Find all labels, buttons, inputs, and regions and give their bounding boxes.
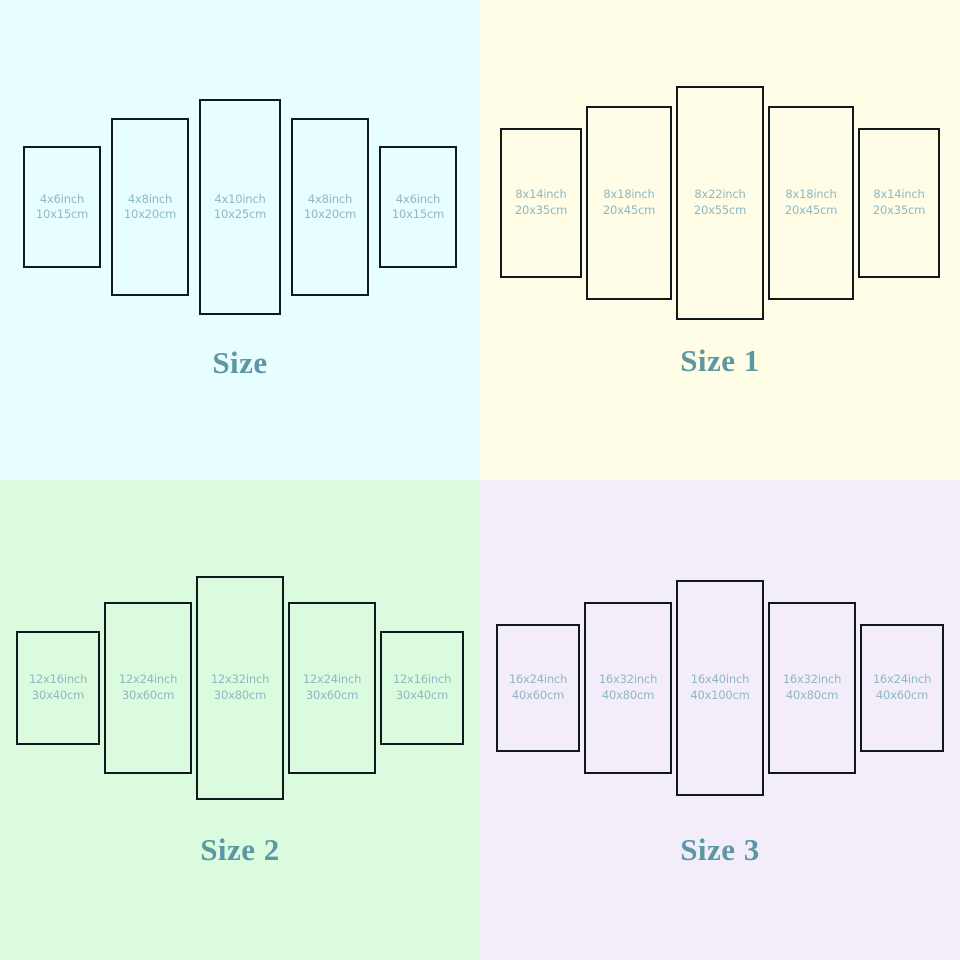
- frame-label: 4x6inch 10x15cm: [392, 192, 444, 222]
- frame-panel[interactable]: 4x6inch 10x15cm: [23, 146, 101, 268]
- frame-label-inch: 8x18inch: [785, 187, 837, 202]
- size-panel-size-3: 16x24inch 40x60cm 16x32inch 40x80cm 16x4…: [480, 480, 960, 960]
- frame-label: 4x8inch 10x20cm: [304, 192, 356, 222]
- frame-panel[interactable]: 12x16inch 30x40cm: [380, 630, 464, 745]
- frame-label-cm: 10x20cm: [303, 207, 357, 221]
- frame-label-inch: 12x16inch: [28, 672, 88, 687]
- frame-panel[interactable]: 8x14inch 20x35cm: [500, 127, 582, 278]
- frame-panel[interactable]: 4x8inch 10x20cm: [291, 118, 369, 296]
- panel-title: Size 1: [680, 343, 760, 378]
- frame-label-cm: 30x40cm: [31, 687, 85, 702]
- frame-label-inch: 12x32inch: [210, 672, 270, 687]
- frame-label-inch: 4x8inch: [127, 191, 173, 206]
- frame-label: 8x18inch 20x45cm: [603, 187, 655, 217]
- frame-label: 12x24inch 30x60cm: [118, 672, 178, 702]
- frame-row: 8x14inch 20x35cm 8x18inch 20x45cm 8x22in…: [480, 85, 960, 320]
- frame-panel[interactable]: 4x8inch 10x20cm: [111, 118, 189, 296]
- frame-label-inch: 4x8inch: [307, 191, 353, 206]
- frame-label-cm: 30x80cm: [213, 687, 267, 702]
- frame-panel[interactable]: 12x24inch 30x60cm: [288, 601, 376, 774]
- frame-label-cm: 30x40cm: [395, 687, 449, 702]
- frame-label: 4x8inch 10x20cm: [124, 192, 176, 222]
- frame-label-cm: 30x60cm: [121, 687, 175, 702]
- frame-label: 16x32inch 40x80cm: [782, 672, 842, 702]
- frame-label-cm: 20x35cm: [514, 202, 568, 217]
- size-panel-size-1: 8x14inch 20x35cm 8x18inch 20x45cm 8x22in…: [480, 0, 960, 480]
- frame-label-cm: 10x25cm: [213, 207, 267, 221]
- frame-panel[interactable]: 16x24inch 40x60cm: [496, 623, 580, 752]
- frame-label: 16x32inch 40x80cm: [598, 672, 658, 702]
- frame-label-inch: 16x40inch: [690, 672, 750, 687]
- frame-label-cm: 20x35cm: [872, 202, 926, 217]
- frame-label-cm: 10x15cm: [35, 207, 89, 221]
- frame-label-cm: 20x45cm: [784, 202, 838, 217]
- frame-label-inch: 12x16inch: [392, 672, 452, 687]
- frame-label-inch: 4x6inch: [39, 191, 85, 206]
- frame-label-inch: 16x32inch: [782, 672, 842, 687]
- frame-label-cm: 10x20cm: [123, 207, 177, 221]
- frame-label-cm: 40x80cm: [785, 687, 839, 702]
- frame-label-cm: 20x45cm: [602, 202, 656, 217]
- frame-panel[interactable]: 16x32inch 40x80cm: [768, 601, 856, 774]
- panel-title: Size 3: [680, 832, 760, 867]
- frame-label: 8x14inch 20x35cm: [873, 187, 925, 217]
- frame-label: 12x16inch 30x40cm: [392, 672, 452, 702]
- frame-label: 4x6inch 10x15cm: [36, 192, 88, 222]
- frame-label: 16x24inch 40x60cm: [872, 672, 932, 702]
- frame-label-inch: 8x14inch: [873, 187, 925, 202]
- size-panel-size: 4x6inch 10x15cm 4x8inch 10x20cm 4x10inch…: [0, 0, 480, 480]
- frame-label-inch: 12x24inch: [302, 672, 362, 687]
- frame-panel[interactable]: 8x18inch 20x45cm: [586, 105, 672, 300]
- frame-label-inch: 4x6inch: [395, 191, 441, 206]
- frame-label-cm: 40x80cm: [601, 687, 655, 702]
- frame-label-cm: 20x55cm: [693, 202, 747, 217]
- frame-label-inch: 8x14inch: [515, 187, 567, 202]
- frame-label: 4x10inch 10x25cm: [214, 192, 266, 222]
- frame-panel[interactable]: 16x32inch 40x80cm: [584, 601, 672, 774]
- frame-label-inch: 8x18inch: [603, 187, 655, 202]
- frame-row: 4x6inch 10x15cm 4x8inch 10x20cm 4x10inch…: [0, 97, 480, 317]
- frame-label-cm: 40x60cm: [875, 687, 929, 702]
- frame-panel[interactable]: 8x14inch 20x35cm: [858, 127, 940, 278]
- frame-row: 12x16inch 30x40cm 12x24inch 30x60cm 12x3…: [0, 575, 480, 800]
- frame-panel[interactable]: 12x16inch 30x40cm: [16, 630, 100, 745]
- frame-label-inch: 16x24inch: [508, 672, 568, 687]
- frame-label-inch: 4x10inch: [214, 191, 266, 206]
- frame-label: 12x32inch 30x80cm: [210, 672, 270, 702]
- frame-label-cm: 30x60cm: [305, 687, 359, 702]
- frame-panel[interactable]: 12x24inch 30x60cm: [104, 601, 192, 774]
- frame-label: 8x18inch 20x45cm: [785, 187, 837, 217]
- frame-label-cm: 10x15cm: [391, 207, 445, 221]
- panel-title: Size: [212, 345, 268, 380]
- frame-label: 12x16inch 30x40cm: [28, 672, 88, 702]
- frame-panel[interactable]: 16x40inch 40x100cm: [676, 579, 764, 796]
- frame-label-cm: 40x100cm: [690, 687, 750, 702]
- frame-label-inch: 16x24inch: [872, 672, 932, 687]
- frame-panel[interactable]: 16x24inch 40x60cm: [860, 623, 944, 752]
- frame-panel[interactable]: 8x18inch 20x45cm: [768, 105, 854, 300]
- frame-panel[interactable]: 12x32inch 30x80cm: [196, 575, 284, 800]
- frame-label: 16x24inch 40x60cm: [508, 672, 568, 702]
- frame-label: 16x40inch 40x100cm: [690, 672, 750, 702]
- frame-label: 8x22inch 20x55cm: [694, 187, 746, 217]
- frame-panel[interactable]: 4x10inch 10x25cm: [199, 99, 281, 315]
- frame-label-cm: 40x60cm: [511, 687, 565, 702]
- frame-label-inch: 16x32inch: [598, 672, 658, 687]
- frame-panel[interactable]: 4x6inch 10x15cm: [379, 146, 457, 268]
- panel-title: Size 2: [200, 832, 280, 867]
- frame-panel[interactable]: 8x22inch 20x55cm: [676, 85, 764, 320]
- frame-row: 16x24inch 40x60cm 16x32inch 40x80cm 16x4…: [480, 575, 960, 800]
- frame-label-inch: 12x24inch: [118, 672, 178, 687]
- frame-label: 8x14inch 20x35cm: [515, 187, 567, 217]
- frame-label-inch: 8x22inch: [694, 187, 746, 202]
- frame-label: 12x24inch 30x60cm: [302, 672, 362, 702]
- size-panel-size-2: 12x16inch 30x40cm 12x24inch 30x60cm 12x3…: [0, 480, 480, 960]
